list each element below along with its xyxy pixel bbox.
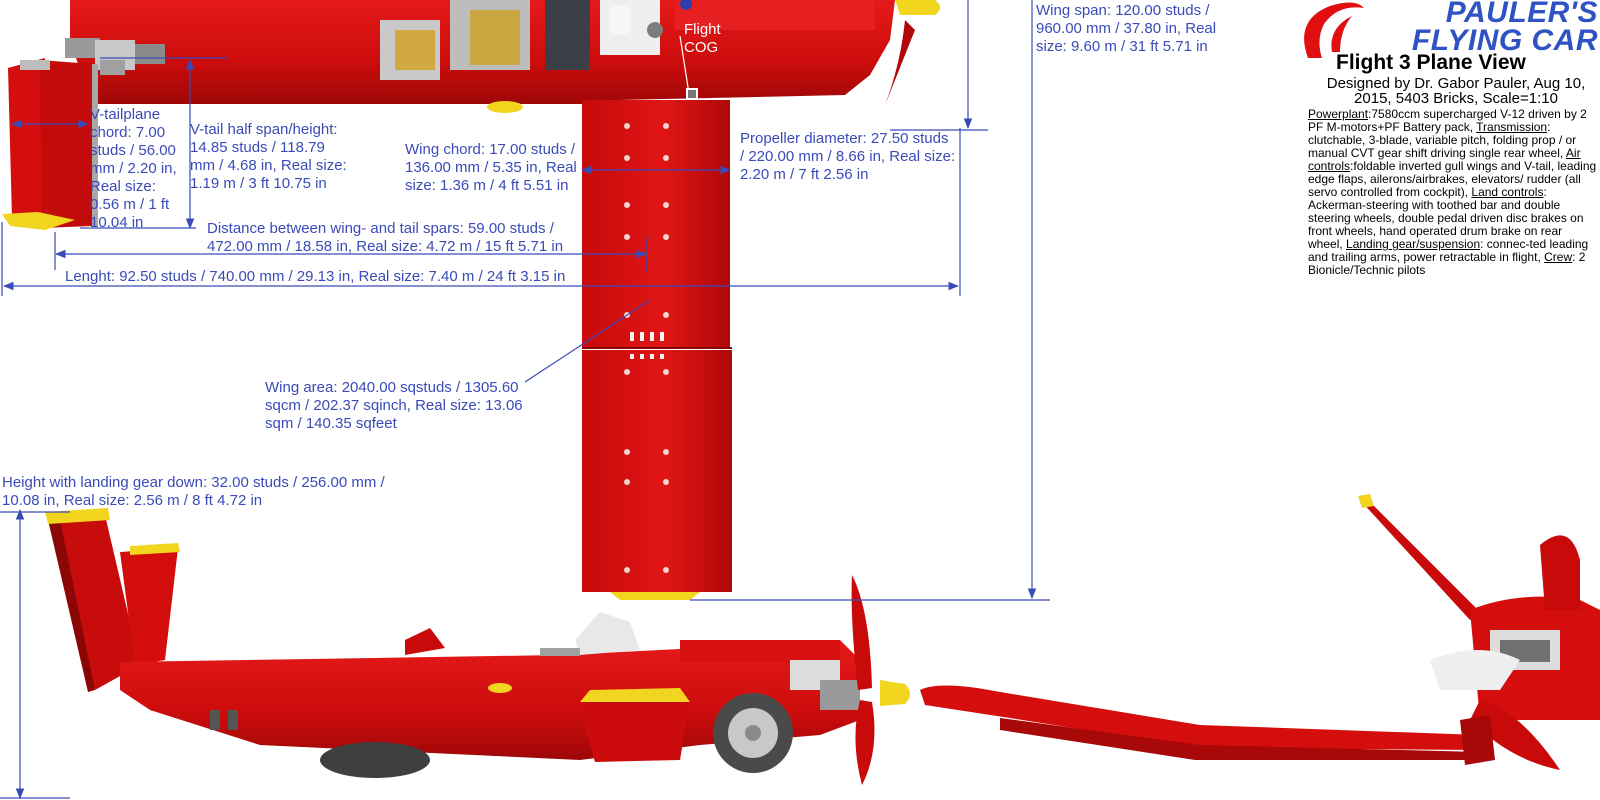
top-wing-hinge (630, 332, 664, 359)
side-view (45, 494, 1600, 785)
vtail-chord-label: V-tailplane chord: 7.00 studs / 56.00 mm… (90, 106, 177, 231)
logo (1304, 2, 1364, 59)
logo-text-line2: FLYING CAR (1411, 24, 1598, 57)
top-wing-tip (610, 592, 700, 600)
side-prop-upper (851, 575, 872, 690)
front-view-strut (1360, 500, 1480, 620)
logo-text-line1: PAULER'S (1445, 0, 1598, 29)
length-label: Lenght: 92.50 studs / 740.00 mm / 29.13 … (65, 268, 566, 285)
vtail-half-span-label: V-tail half span/height: 14.85 studs / 1… (190, 121, 347, 192)
spec-heading: Transmission (1476, 120, 1548, 134)
wing-span-label: Wing span: 120.00 studs / 960.00 mm / 37… (1036, 2, 1217, 55)
side-folded-wing (920, 685, 1480, 750)
spec-text: Powerplant:7580ccm supercharged V-12 dri… (1308, 108, 1600, 277)
top-wing-inner (582, 100, 730, 348)
spec-heading: Powerplant (1308, 107, 1369, 121)
side-rear-wheel (320, 742, 430, 778)
height-label: Height with landing gear down: 32.00 stu… (2, 474, 385, 509)
spec-heading: Air controls (1308, 146, 1581, 173)
wing-area-label: Wing area: 2040.00 sqstuds / 1305.60 sqc… (265, 379, 523, 432)
spec-body: : Ackerman-steering with toothed bar and… (1308, 185, 1584, 251)
front-view-prop (1470, 700, 1560, 770)
spec-heading: Landing gear/suspension (1346, 237, 1481, 251)
top-view (2, 0, 940, 600)
logo-swoosh-icon (1304, 2, 1364, 59)
top-prop-blade (880, 20, 915, 118)
spec-heading: Land controls (1471, 185, 1544, 199)
propeller-diameter-label: Propeller diameter: 27.50 studs / 220.00… (740, 130, 956, 183)
spec-body: :7580ccm supercharged V-12 driven by 2 P… (1308, 107, 1587, 134)
side-tail-fin-rear (48, 515, 140, 690)
spec-body: : clutchable, 3-blade, variable pitch, f… (1308, 120, 1577, 160)
top-mechanics (380, 0, 875, 80)
flight-cog-marker (686, 88, 698, 100)
side-prop-lower (855, 700, 875, 785)
spec-body: : 2 Bionicle/Technic pilots (1308, 250, 1586, 277)
wing-chord-label: Wing chord: 17.00 studs / 136.00 mm / 5.… (405, 141, 577, 194)
top-wing-pins (624, 123, 669, 573)
side-gear-cover (580, 688, 690, 762)
top-tail (2, 38, 165, 230)
side-tail-fin-front (120, 548, 178, 665)
side-spinner (880, 680, 910, 706)
spec-body: : connec-ted leading and trailing arms, … (1308, 237, 1589, 264)
page-title: Flight 3 Plane View (1336, 51, 1526, 74)
dimension-lines (0, 0, 1050, 800)
top-wing-outer (582, 350, 732, 592)
spec-body: :foldable inverted gull wings and V-tail… (1308, 159, 1597, 199)
flight-cog-label: Flight COG (684, 21, 721, 56)
spar-distance-label: Distance between wing- and tail spars: 5… (207, 220, 564, 255)
spec-heading: Crew (1544, 250, 1573, 264)
designer-credit: Designed by Dr. Gabor Pauler, Aug 10, 20… (1326, 75, 1586, 107)
top-tail-tip (2, 212, 75, 230)
top-spinner (895, 0, 940, 15)
